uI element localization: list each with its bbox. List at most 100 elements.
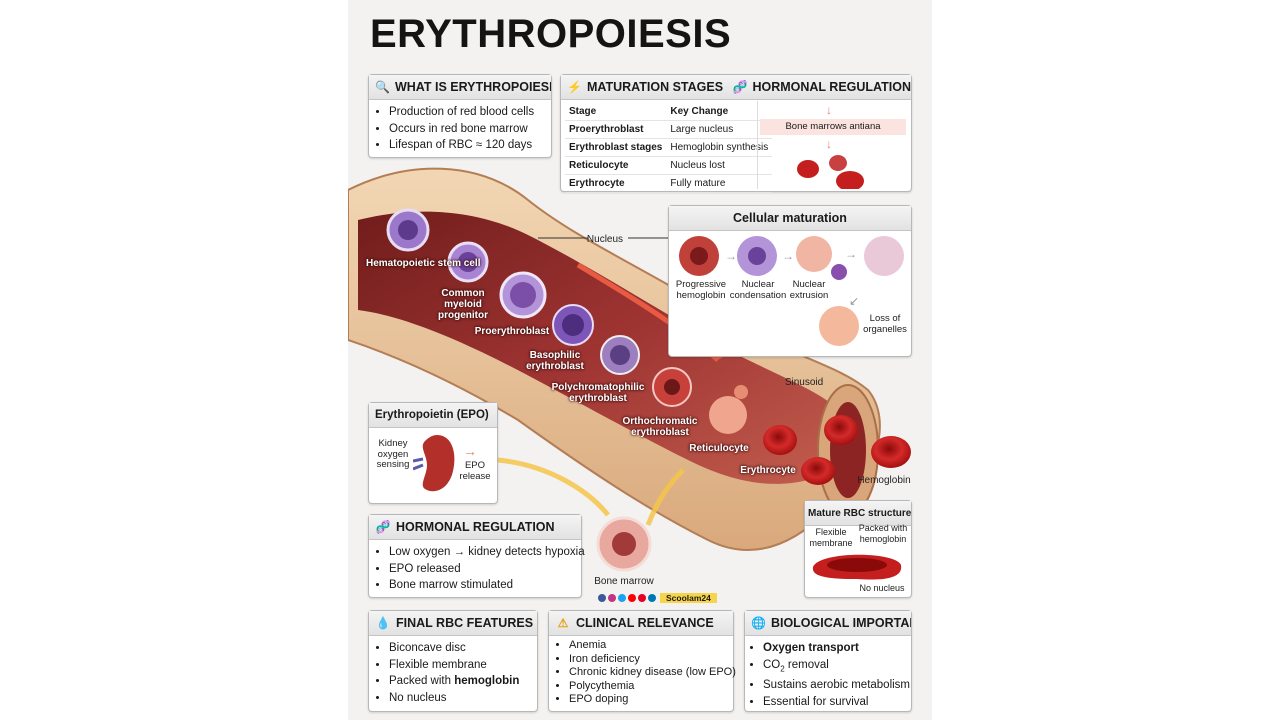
mature-rbc-panel: Mature RBC structure Flexible membrane P… (804, 500, 912, 598)
svg-text:→: → (845, 247, 857, 261)
epo-heading: Erythropoietin (EPO) (369, 403, 497, 428)
what-is-panel: 🔍 WHAT IS ERYTHROPOIESIS? Production of r… (368, 74, 552, 158)
label-bone-marrow: Bone marrow (594, 576, 654, 587)
svg-text:→: → (725, 249, 737, 263)
bio-item-text: Oxygen transport (763, 642, 859, 654)
col-key-change: Key Change (666, 103, 773, 121)
lightning-icon: ⚡ (567, 80, 582, 94)
linkedin-icon (648, 594, 656, 602)
final-item-bold: hemoglobin (454, 675, 520, 687)
cellular-maturation-panel: Cellular maturation → → → ↙ Progressive … (668, 205, 912, 357)
bio-heading: BIOLOGICAL IMPORTANCE (770, 616, 911, 630)
magnifier-icon: 🔍 (375, 80, 390, 94)
label-stem-cell: Hematopoietic stem cell (366, 258, 481, 269)
bio-item: CO2 removal (763, 657, 911, 678)
what-is-heading: WHAT IS ERYTHROPOIESIS? (394, 80, 551, 94)
hemoglobin-cell (871, 436, 911, 468)
change-cell: Large nucleus (666, 120, 773, 139)
final-item: No nucleus (389, 690, 537, 707)
label-progenitor: Common myeloid progenitor (438, 288, 488, 321)
clinical-item: Anemia (569, 639, 733, 653)
hormonal-item: Low oxygen → kidney detects hypoxia (389, 544, 585, 561)
bio-item-text: removal (787, 658, 829, 671)
stage-cell: Erythrocyte (565, 174, 667, 193)
watermark-text: Scoolam24 (660, 593, 717, 603)
bio-item: Essential for survival (763, 694, 911, 711)
label-progressive-hemoglobin: Progressive hemoglobin (675, 279, 727, 301)
final-item: Flexible membrane (389, 657, 537, 674)
blood-drop-icon: 💧 (375, 616, 391, 630)
kidney-icon (413, 435, 455, 492)
co2-subscript: 2 (780, 663, 785, 673)
bio-item: Oxygen transport (763, 640, 911, 657)
down-arrow-icon: ↓ (826, 103, 832, 117)
hormonal-panel: 🧬HORMONAL REGULATION Low oxygen → kidney… (368, 514, 585, 598)
label-orthochromatic: Orthochromatic erythroblast (622, 416, 698, 438)
cellular-heading: Cellular maturation (669, 206, 911, 231)
clinical-heading: CLINICAL RELEVANCE (576, 616, 714, 630)
globe-icon: 🌐 (751, 616, 766, 630)
label-flexible-membrane: Flexible membrane (809, 527, 853, 548)
final-features-panel: 💧FINAL RBC FEATURES Biconcave disc Flexi… (368, 610, 538, 712)
change-cell: Fully mature (666, 174, 773, 193)
what-is-item: Production of red blood cells (389, 104, 551, 121)
label-proerythroblast: Proerythroblast (474, 326, 550, 337)
label-packed-hemoglobin: Packed with hemoglobin (858, 523, 908, 544)
label-kidney: Kidney oxygen sensing (376, 438, 410, 470)
label-reticulocyte: Reticulocyte (689, 443, 749, 454)
co2-text: CO (763, 658, 781, 671)
stage-cell: Reticulocyte (565, 156, 667, 175)
svg-text:↙: ↙ (849, 294, 859, 308)
dna-icon: 🧬 (732, 80, 748, 94)
stage-cell: Proerythroblast (565, 120, 667, 139)
final-item-text: Packed with (389, 675, 455, 687)
right-arrow-icon: → (463, 443, 477, 459)
label-polychromatophilic: Polychromatophilic erythroblast (551, 382, 645, 404)
label-nucleus: Nucleus (586, 234, 624, 245)
watermark-bar: Scoolam24 (598, 592, 717, 604)
hormonal-heading: HORMONAL REGULATION (396, 520, 555, 534)
down-arrow-icon: ↓ (826, 137, 832, 151)
bio-item: Sustains aerobic metabolism (763, 677, 911, 694)
instagram-icon (608, 594, 616, 602)
erythrocyte-cell-3 (801, 457, 835, 485)
maturation-sequence: → → → ↙ (679, 236, 904, 346)
clinical-item: Iron deficiency (569, 653, 733, 667)
svg-text:→: → (782, 249, 794, 263)
cell-sequence (386, 208, 911, 485)
label-no-nucleus: No nucleus (859, 583, 905, 593)
rbc-disc-icon (812, 554, 902, 580)
warning-icon: ⚠ (557, 616, 569, 630)
what-is-item: Occurs in red bone marrow (389, 121, 551, 138)
clinical-panel: ⚠ CLINICAL RELEVANCE Anemia Iron deficien… (548, 610, 736, 712)
change-cell: Nucleus lost (666, 156, 773, 175)
maturation-panel: ⚡ MATURATION STAGES 🧬 HORMONAL REGULATIO… (560, 74, 912, 193)
final-item: Biconcave disc (389, 640, 537, 657)
label-erythrocyte: Erythrocyte (740, 465, 796, 476)
label-nuclear-extrusion: Nuclear extrusion (789, 279, 829, 301)
hormonal-top-heading: HORMONAL REGULATION (752, 80, 911, 94)
label-hemoglobin: Hemoglobin (857, 475, 911, 486)
hormonal-note: Bone marrows antiana (760, 119, 906, 135)
table-header-row: Stage Key Change (565, 103, 773, 121)
youtube-icon (628, 594, 636, 602)
epo-panel: Erythropoietin (EPO) Kidney oxygen sensi… (368, 402, 498, 504)
maturation-heading: MATURATION STAGES (586, 80, 724, 94)
clinical-item: Chronic kidney disease (low EPO) (569, 666, 736, 680)
page-title: ERYTHROPOIESIS (370, 12, 732, 56)
bone-illustration (348, 167, 911, 572)
reticulocyte-cell (709, 396, 747, 434)
erythrocyte-cell-1 (763, 425, 797, 455)
hormonal-item: Bone marrow stimulated (389, 577, 581, 594)
pinterest-icon (638, 594, 646, 602)
bio-panel: 🌐BIOLOGICAL IMPORTANCE Oxygen transport … (744, 610, 912, 712)
final-item: Packed with hemoglobin (389, 673, 537, 690)
stage-cell: Erythroblast stages (565, 138, 667, 157)
clinical-item: Polycythemia (569, 680, 733, 694)
erythrocyte-cell-2 (824, 415, 858, 445)
mature-rbc-heading: Mature RBC structure (805, 501, 911, 526)
